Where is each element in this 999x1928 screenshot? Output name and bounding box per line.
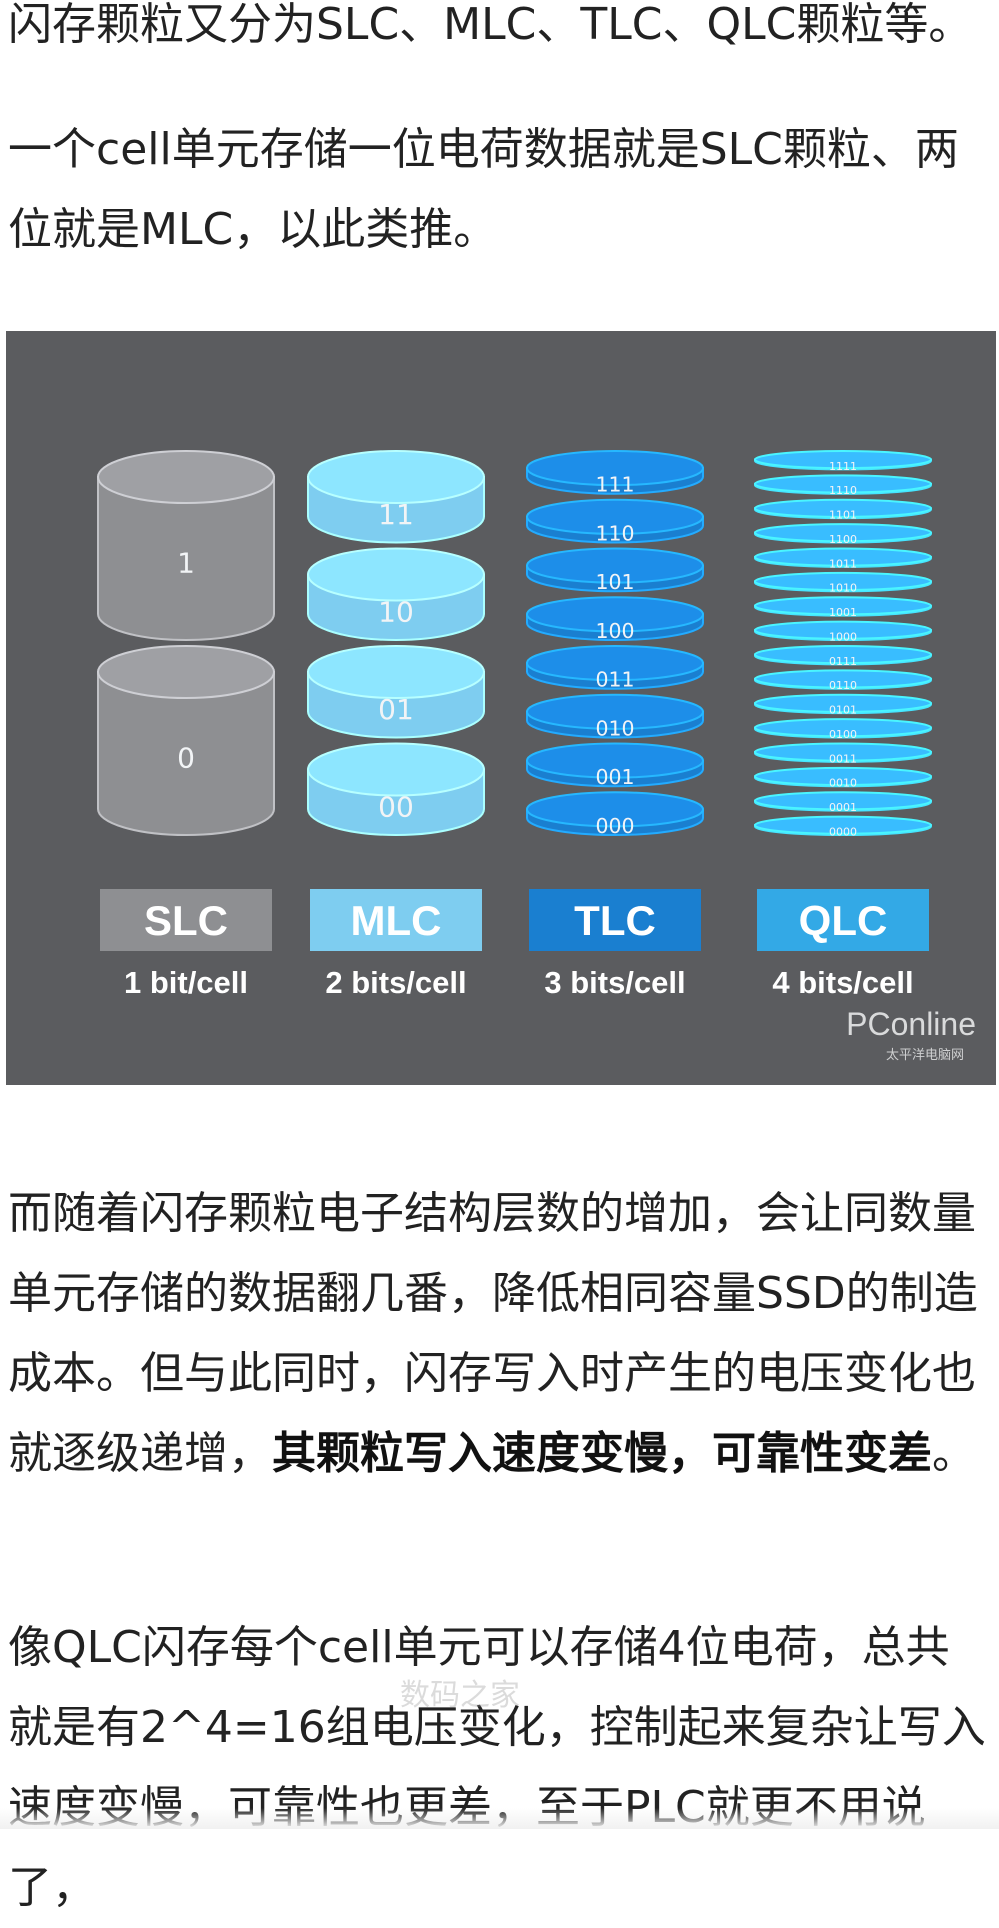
qlc-cell-label: 0001 <box>829 801 857 814</box>
qlc-cell: 1100 <box>754 523 932 546</box>
slc-column: 10 <box>97 450 275 836</box>
qlc-cell-label: 0000 <box>829 825 857 838</box>
mlc-cell-label: 11 <box>378 498 414 531</box>
qlc-cell: 1011 <box>754 547 932 570</box>
qlc-cell-label: 0100 <box>829 728 857 741</box>
qlc-cell: 1111 <box>754 450 932 473</box>
paragraph-qlc: 像QLC闪存每个cell单元可以存储4位电荷，总共就是有2^4=16组电压变化，… <box>8 1622 986 1913</box>
tlc-cell: 101 <box>526 547 704 594</box>
mlc-cell: 00 <box>307 742 485 836</box>
qlc-cell-label: 0111 <box>829 655 857 668</box>
qlc-cell-label: 1000 <box>829 630 857 643</box>
tlc-cell-label: 011 <box>595 668 634 692</box>
qlc-cell: 0100 <box>754 718 932 741</box>
tlc-cell-label: 101 <box>595 570 634 594</box>
tlc-cell: 011 <box>526 645 704 692</box>
slc-cell: 0 <box>97 645 275 836</box>
slc-cell: 1 <box>97 450 275 641</box>
tlc-cell: 100 <box>526 596 704 643</box>
mlc-cell-label: 01 <box>378 693 414 726</box>
tlc-cell: 000 <box>526 791 704 838</box>
mlc-cell: 01 <box>307 645 485 739</box>
tlc-bits-label: 3 bits/cell <box>544 965 685 1000</box>
qlc-cell: 1001 <box>754 596 932 619</box>
tlc-label-box <box>529 889 701 951</box>
tlc-cell-label: 110 <box>595 521 634 545</box>
qlc-cell: 0101 <box>754 693 932 717</box>
qlc-cell-label: 0011 <box>829 752 857 765</box>
qlc-cell-label: 1101 <box>829 509 857 522</box>
paragraph-intro: 闪存颗粒又分为SLC、MLC、TLC、QLC颗粒等。 <box>8 0 973 50</box>
tlc-cell: 001 <box>526 742 704 789</box>
mlc-cell: 11 <box>307 450 485 544</box>
pconline-logo: PConline <box>846 1006 976 1042</box>
page-bottom-edge <box>0 1808 999 1829</box>
qlc-name: QLC <box>799 897 888 944</box>
site-watermark: 数码之家 <box>400 1678 520 1713</box>
tlc-cell: 110 <box>526 498 704 545</box>
pconline-logo-subtitle: 太平洋电脑网 <box>886 1048 964 1063</box>
slc-cell-label: 0 <box>177 742 195 775</box>
tlc-cell: 111 <box>526 450 704 497</box>
tlc-cell-label: 010 <box>595 716 634 740</box>
paragraph-layers-text: 而随着闪存颗粒电子结构层数的增加，会让同数量单元存储的数据翻几番，降低相同容量S… <box>8 1188 978 1479</box>
qlc-cell: 0111 <box>754 645 932 668</box>
qlc-column: 1111 1110 1101 1100 1011 1010 1001 1000 0111 0110… <box>754 450 932 838</box>
qlc-cell-label: 1010 <box>829 582 857 595</box>
qlc-cell: 1110 <box>754 474 932 497</box>
qlc-bits-label: 4 bits/cell <box>772 965 913 1000</box>
qlc-cell-label: 1100 <box>829 533 857 546</box>
qlc-cell-label: 0110 <box>829 679 857 692</box>
tlc-cell-label: 000 <box>595 814 634 838</box>
qlc-cell-label: 1110 <box>829 484 857 497</box>
qlc-cell-label: 1111 <box>829 460 857 473</box>
mlc-column: 11 10 01 00 <box>307 450 485 836</box>
slc-cell-label: 1 <box>177 547 195 580</box>
qlc-cell-label: 0010 <box>829 777 857 790</box>
qlc-cell: 0011 <box>754 742 932 765</box>
qlc-cell: 0000 <box>754 815 932 838</box>
tlc-cell-label: 111 <box>595 473 634 497</box>
paragraph-layers: 而随着闪存颗粒电子结构层数的增加，会让同数量单元存储的数据翻几番，降低相同容量S… <box>8 1174 993 1494</box>
qlc-cell: 0001 <box>754 791 932 814</box>
qlc-cell: 1101 <box>754 498 932 522</box>
qlc-cell: 1010 <box>754 571 932 595</box>
mlc-label-box <box>310 889 482 951</box>
qlc-cell: 1000 <box>754 620 932 643</box>
qlc-cell-label: 1011 <box>829 557 857 570</box>
tlc-cell: 010 <box>526 693 704 740</box>
tlc-column: 111 110 101 100 011 010 001 000 <box>526 450 704 838</box>
qlc-label-box <box>757 889 929 951</box>
qlc-cell-label: 0101 <box>829 704 857 717</box>
mlc-name: MLC <box>351 897 442 944</box>
mlc-cell: 10 <box>307 547 485 641</box>
tlc-cell-label: 001 <box>595 765 634 789</box>
paragraph-layers-bold: 其颗粒写入速度变慢，可靠性变差 <box>272 1428 932 1479</box>
mlc-cell-label: 00 <box>378 790 414 823</box>
mlc-cell-label: 10 <box>378 595 414 628</box>
paragraph-layers-end: 。 <box>932 1428 976 1479</box>
qlc-cell-label: 1001 <box>829 606 857 619</box>
qlc-cell: 0010 <box>754 766 932 790</box>
qlc-cell: 0110 <box>754 669 932 692</box>
slc-name: SLC <box>144 897 228 944</box>
tlc-cell-label: 100 <box>595 619 634 643</box>
slc-bits-label: 1 bit/cell <box>124 965 248 1000</box>
mlc-bits-label: 2 bits/cell <box>325 965 466 1000</box>
paragraph-cell-explanation: 一个cell单元存储一位电荷数据就是SLC颗粒、两位就是MLC，以此类推。 <box>8 124 959 255</box>
tlc-name: TLC <box>574 897 656 944</box>
slc-label-box <box>100 889 272 951</box>
